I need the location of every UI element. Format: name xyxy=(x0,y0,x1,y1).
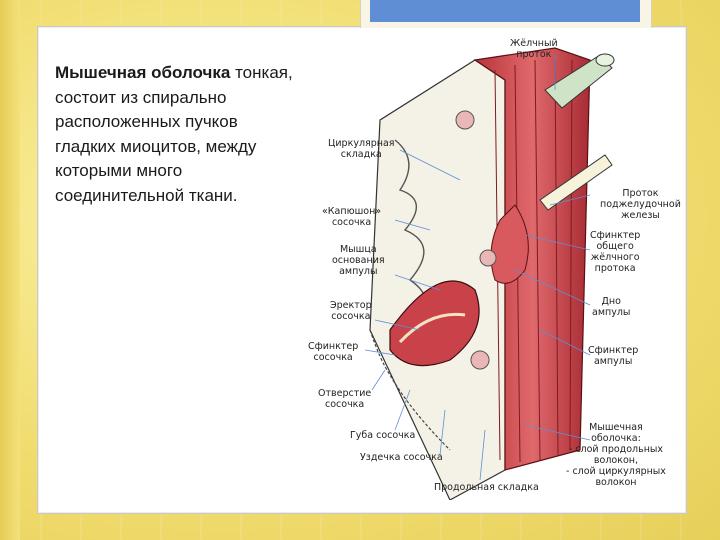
slide-body-text: Мышечная оболочка тонкая, состоит из спи… xyxy=(55,61,295,208)
anatomy-figure: Жёлчный проток Циркулярная складка «Капю… xyxy=(300,30,680,500)
label-muscular-coat: Мышечная оболочка: - слой продольных вол… xyxy=(566,422,666,488)
label-papilla-erector: Эректор сосочка xyxy=(330,300,372,322)
background-edge xyxy=(0,0,20,540)
label-ampulla-floor: Дно ампулы xyxy=(592,296,630,318)
label-papilla-sphincter: Сфинктер сосочка xyxy=(308,341,358,363)
body-lead-phrase: Мышечная оболочка xyxy=(55,63,230,82)
label-pancreatic-duct: Проток поджелудочной железы xyxy=(600,188,681,221)
label-papilla-frenulum: Уздечка сосочка xyxy=(360,452,443,463)
label-cbd-sphincter: Сфинктер общего жёлчного протока xyxy=(590,230,640,274)
label-bile-duct: Жёлчный проток xyxy=(510,38,558,60)
label-hood: «Капюшон» сосочка xyxy=(322,206,381,228)
label-ampulla-base-muscle: Мышца основания ампулы xyxy=(332,244,385,277)
label-longitudinal-fold: Продольная складка xyxy=(434,482,539,493)
label-circular-fold: Циркулярная складка xyxy=(328,138,395,160)
accent-bar xyxy=(370,0,640,22)
label-papilla-lip: Губа сосочка xyxy=(350,430,415,441)
body-rest-text: тонкая, состоит из спирально расположенн… xyxy=(55,63,293,205)
label-ampulla-sphincter: Сфинктер ампулы xyxy=(588,345,638,367)
label-papilla-opening: Отверстие сосочка xyxy=(318,388,371,410)
